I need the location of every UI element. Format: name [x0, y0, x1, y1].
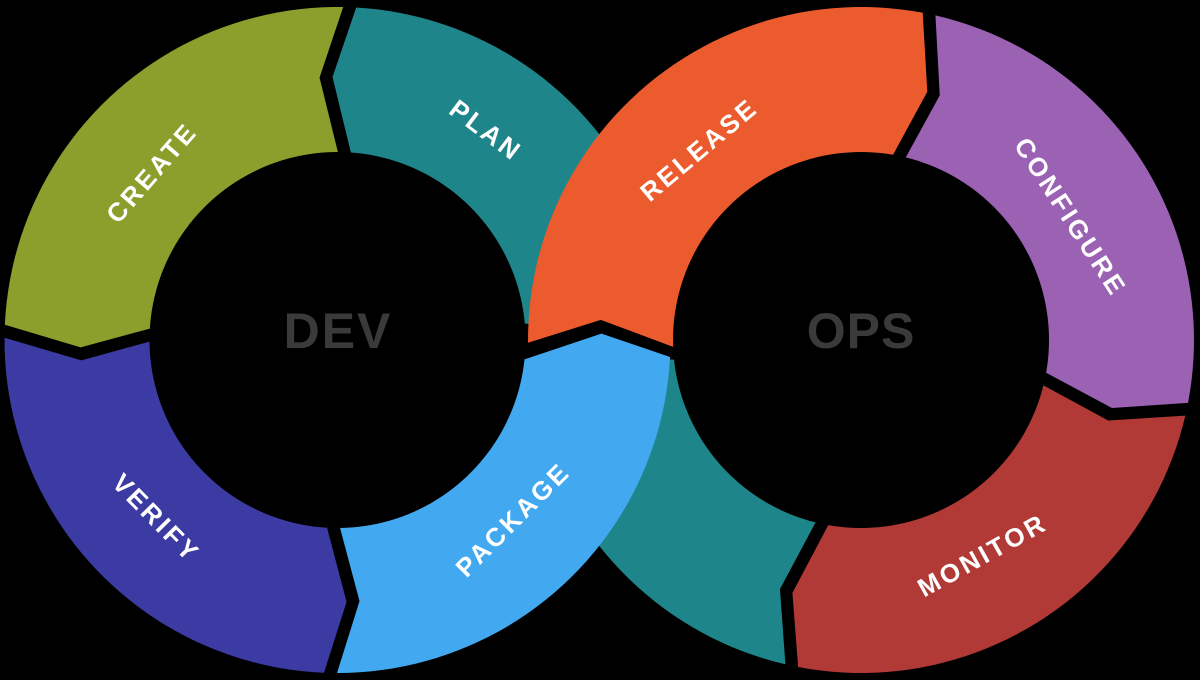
svg-text:OPS: OPS [807, 303, 916, 359]
svg-text:DEV: DEV [284, 303, 393, 359]
